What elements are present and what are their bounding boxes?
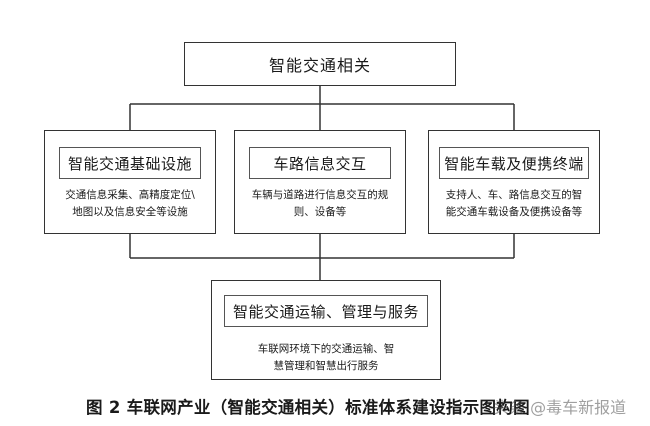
category-node-terminals: 智能车载及便携终端 支持人、车、路信息交互的智 能交通车载设备及便携设备等 xyxy=(428,130,600,234)
desc-line: 地图以及信息安全等设施 xyxy=(72,206,188,218)
category-node-infrastructure-label: 智能交通基础设施 xyxy=(59,147,201,179)
desc-line: 车联网环境下的交通运输、智 xyxy=(257,343,395,355)
desc-line: 交通信息采集、高精度定位\ xyxy=(65,189,195,201)
category-node-infrastructure-desc: 交通信息采集、高精度定位\ 地图以及信息安全等设施 xyxy=(49,187,211,221)
category-node-vehicle-road-interaction: 车路信息交互 车辆与道路进行信息交互的规 则、设备等 xyxy=(234,130,406,234)
category-node-terminals-label: 智能车载及便携终端 xyxy=(439,147,589,179)
category-node-vehicle-road-interaction-label: 车路信息交互 xyxy=(249,147,391,179)
desc-line: 则、设备等 xyxy=(293,206,347,218)
desc-line: 慧管理和智慧出行服务 xyxy=(273,360,379,372)
bottom-node-services-desc: 车联网环境下的交通运输、智 慧管理和智慧出行服务 xyxy=(216,341,436,375)
root-node-label: 智能交通相关 xyxy=(268,56,371,75)
bottom-node-services-label: 智能交通运输、管理与服务 xyxy=(224,295,428,327)
figure-caption: 图 2 车联网产业（智能交通相关）标准体系建设指示图构图 xyxy=(86,398,530,417)
root-node: 智能交通相关 xyxy=(184,42,456,86)
desc-line: 支持人、车、路信息交互的智 xyxy=(445,189,583,201)
bottom-node-services: 智能交通运输、管理与服务 车联网环境下的交通运输、智 慧管理和智慧出行服务 xyxy=(211,280,441,380)
category-node-vehicle-road-interaction-desc: 车辆与道路进行信息交互的规 则、设备等 xyxy=(239,187,401,221)
category-node-infrastructure: 智能交通基础设施 交通信息采集、高精度定位\ 地图以及信息安全等设施 xyxy=(44,130,216,234)
watermark: 头条 @毒车新报道 xyxy=(493,398,627,417)
desc-line: 能交通车载设备及便携设备等 xyxy=(445,206,583,218)
category-node-terminals-desc: 支持人、车、路信息交互的智 能交通车载设备及便携设备等 xyxy=(433,187,595,221)
desc-line: 车辆与道路进行信息交互的规 xyxy=(251,189,389,201)
